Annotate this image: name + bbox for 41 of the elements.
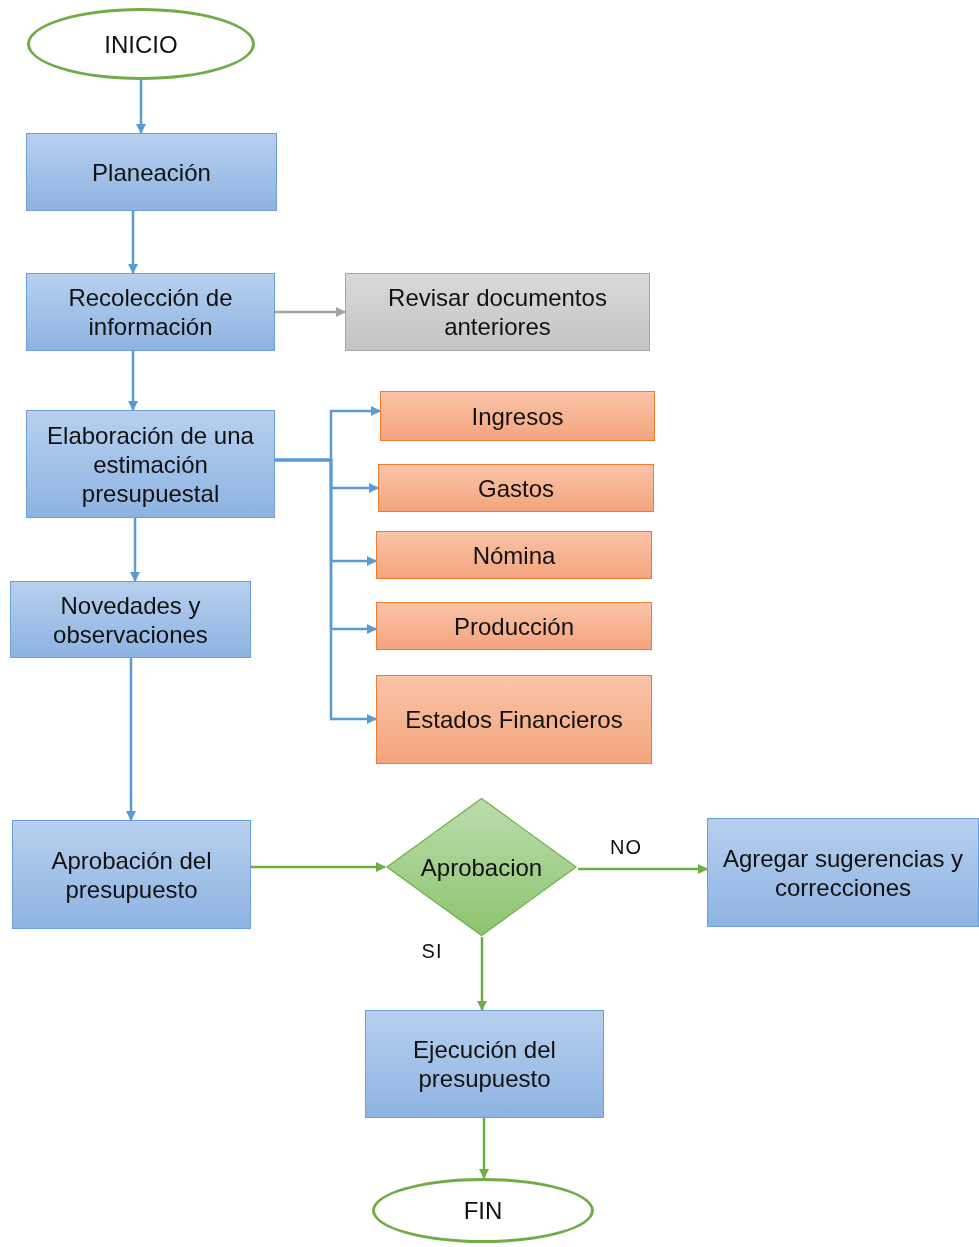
category-box bbox=[378, 464, 654, 512]
process-box bbox=[365, 1010, 604, 1118]
node-label: FIN bbox=[462, 1196, 504, 1225]
arrow bbox=[275, 458, 377, 724]
arrow bbox=[578, 864, 708, 874]
category-box bbox=[376, 531, 652, 579]
node-label: Producción bbox=[452, 611, 576, 641]
node-label: Ingresos bbox=[470, 401, 565, 431]
decision-diamond bbox=[385, 797, 578, 937]
category-box bbox=[376, 602, 652, 650]
arrow bbox=[275, 307, 346, 317]
node-label: Agregar sugerencias y correcciones bbox=[721, 843, 965, 902]
process-box bbox=[26, 410, 275, 518]
node-label: Recolección de información bbox=[67, 283, 234, 341]
arrow bbox=[128, 351, 138, 411]
arrow bbox=[130, 518, 140, 582]
process-box bbox=[26, 273, 275, 351]
node-label: Revisar documentos anteriores bbox=[387, 283, 608, 341]
process-box bbox=[345, 273, 650, 351]
category-box bbox=[380, 391, 655, 441]
arrow bbox=[128, 211, 138, 274]
node-label: INICIO bbox=[103, 29, 179, 59]
category-box bbox=[376, 675, 652, 764]
node-label: Elaboración de una estimación presupuestal bbox=[46, 420, 255, 508]
node-label: Nómina bbox=[471, 540, 557, 570]
node-label: Ejecución del presupuesto bbox=[412, 1035, 557, 1093]
arrow bbox=[126, 658, 136, 821]
arrow bbox=[251, 862, 386, 872]
node-label: Estados Financieros bbox=[404, 705, 624, 734]
node-label: Gastos bbox=[477, 473, 555, 503]
arrow bbox=[479, 1118, 489, 1179]
arrow bbox=[477, 937, 487, 1011]
node-label: Novedades y observaciones bbox=[52, 590, 209, 649]
process-box bbox=[10, 581, 251, 658]
process-box bbox=[707, 818, 979, 927]
node-label: Aprobacion bbox=[419, 852, 544, 882]
process-box bbox=[12, 820, 251, 929]
node-label: Aprobación del presupuesto bbox=[50, 845, 213, 904]
process-box bbox=[26, 133, 277, 211]
node-label: Planeación bbox=[91, 157, 212, 187]
arrow bbox=[136, 80, 146, 134]
